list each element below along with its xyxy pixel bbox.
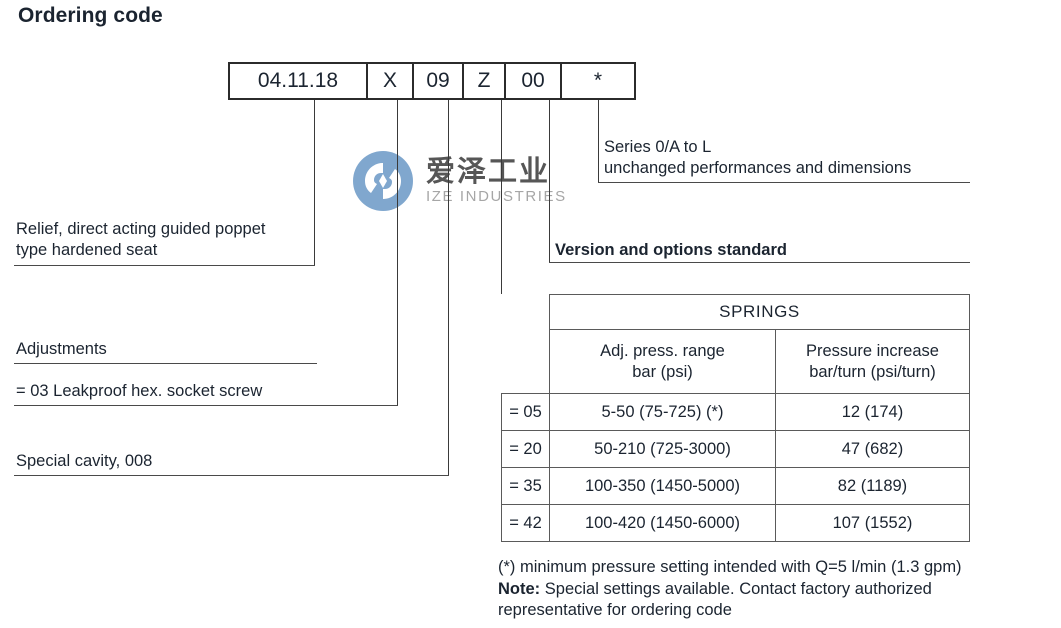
leader-line-special-cavity bbox=[448, 100, 449, 475]
springs-header-increase-line2: bar/turn (psi/turn) bbox=[809, 362, 936, 381]
annotation-relief-line1: Relief, direct acting guided poppet bbox=[16, 220, 266, 238]
annotation-relief-line2: type hardened seat bbox=[16, 241, 158, 259]
annotation-special-cavity: Special cavity, 008 bbox=[16, 452, 153, 470]
springs-table-title-row: SPRINGS bbox=[501, 294, 970, 330]
ordering-code-boxes: 04.11.18 X 09 Z 00 * bbox=[228, 62, 636, 100]
springs-header-range-line1: Adj. press. range bbox=[600, 341, 725, 360]
footnote-block: (*) minimum pressure setting intended wi… bbox=[498, 557, 1058, 622]
annotation-series-line2: unchanged performances and dimensions bbox=[604, 159, 912, 177]
springs-table-title: SPRINGS bbox=[549, 294, 970, 330]
footnote-note-label: Note: bbox=[498, 579, 541, 598]
springs-row-code: = 05 bbox=[501, 393, 550, 431]
code-box-series[interactable]: * bbox=[593, 69, 603, 92]
table-row: = 35 100-350 (1450-5000) 82 (1189) bbox=[501, 467, 971, 505]
springs-row-code: = 20 bbox=[501, 430, 550, 468]
springs-table-header-row: Adj. press. range bar (psi) Pressure inc… bbox=[501, 329, 971, 394]
code-box-cavity[interactable]: X bbox=[368, 64, 414, 98]
springs-header-increase: Pressure increase bar/turn (psi/turn) bbox=[774, 329, 971, 394]
annotation-adjustments: Adjustments bbox=[16, 340, 107, 358]
springs-row-code: = 35 bbox=[501, 467, 550, 505]
footnote-note-text: Special settings available. Contact fact… bbox=[540, 579, 932, 598]
footnote-line1: (*) minimum pressure setting intended wi… bbox=[498, 558, 962, 576]
table-row: = 20 50-210 (725-3000) 47 (682) bbox=[501, 430, 971, 468]
springs-title-spacer bbox=[501, 294, 550, 330]
leader-line-series bbox=[598, 100, 599, 182]
springs-header-increase-line1: Pressure increase bbox=[805, 341, 939, 360]
springs-row-increase: 12 (174) bbox=[774, 393, 971, 431]
code-box-version[interactable]: 00 bbox=[506, 64, 562, 98]
footnote-line3: representative for ordering code bbox=[498, 601, 732, 619]
springs-row-increase: 82 (1189) bbox=[774, 467, 971, 505]
ize-logo-icon bbox=[353, 151, 413, 211]
code-box-spring[interactable]: Z bbox=[464, 64, 506, 98]
springs-table: SPRINGS Adj. press. range bar (psi) Pres… bbox=[501, 294, 971, 542]
springs-row-increase: 47 (682) bbox=[774, 430, 971, 468]
leader-underline-relief bbox=[14, 265, 315, 266]
table-row: = 05 5-50 (75-725) (*) 12 (174) bbox=[501, 393, 971, 431]
leader-line-adjustments bbox=[397, 100, 398, 405]
springs-row-range: 100-350 (1450-5000) bbox=[549, 467, 776, 505]
springs-header-range-line2: bar (psi) bbox=[632, 362, 693, 381]
annotation-series-line1: Series 0/A to L bbox=[604, 138, 712, 156]
annotation-series: Series 0/A to L unchanged performances a… bbox=[604, 137, 911, 179]
footnote-note-line: Note: Special settings available. Contac… bbox=[498, 579, 1058, 601]
springs-row-range: 5-50 (75-725) (*) bbox=[549, 393, 776, 431]
leader-line-relief bbox=[314, 100, 315, 265]
springs-row-range: 50-210 (725-3000) bbox=[549, 430, 776, 468]
springs-header-code-spacer bbox=[501, 329, 550, 394]
code-box-adjustment[interactable]: 09 bbox=[414, 64, 464, 98]
annotation-relief: Relief, direct acting guided poppet type… bbox=[16, 219, 266, 261]
annotation-version: Version and options standard bbox=[555, 241, 787, 259]
leader-line-springs bbox=[501, 100, 502, 295]
leader-underline-adjustment-option bbox=[14, 405, 398, 406]
code-box-model[interactable]: 04.11.18 bbox=[230, 64, 368, 98]
leader-underline-version bbox=[549, 262, 970, 263]
springs-row-increase: 107 (1552) bbox=[774, 504, 971, 542]
leader-underline-series bbox=[598, 182, 970, 183]
springs-header-range: Adj. press. range bar (psi) bbox=[549, 329, 776, 394]
page-title: Ordering code bbox=[18, 4, 163, 27]
leader-underline-special-cavity bbox=[14, 475, 449, 476]
springs-row-range: 100-420 (1450-6000) bbox=[549, 504, 776, 542]
watermark-logo: 爱泽工业 IZE INDUSTRIES bbox=[352, 150, 567, 212]
leader-underline-adjustments bbox=[14, 363, 317, 364]
annotation-adjustment-option: = 03 Leakproof hex. socket screw bbox=[16, 382, 263, 400]
springs-row-code: = 42 bbox=[501, 504, 550, 542]
leader-line-version bbox=[549, 100, 550, 262]
table-row: = 42 100-420 (1450-6000) 107 (1552) bbox=[501, 504, 971, 542]
